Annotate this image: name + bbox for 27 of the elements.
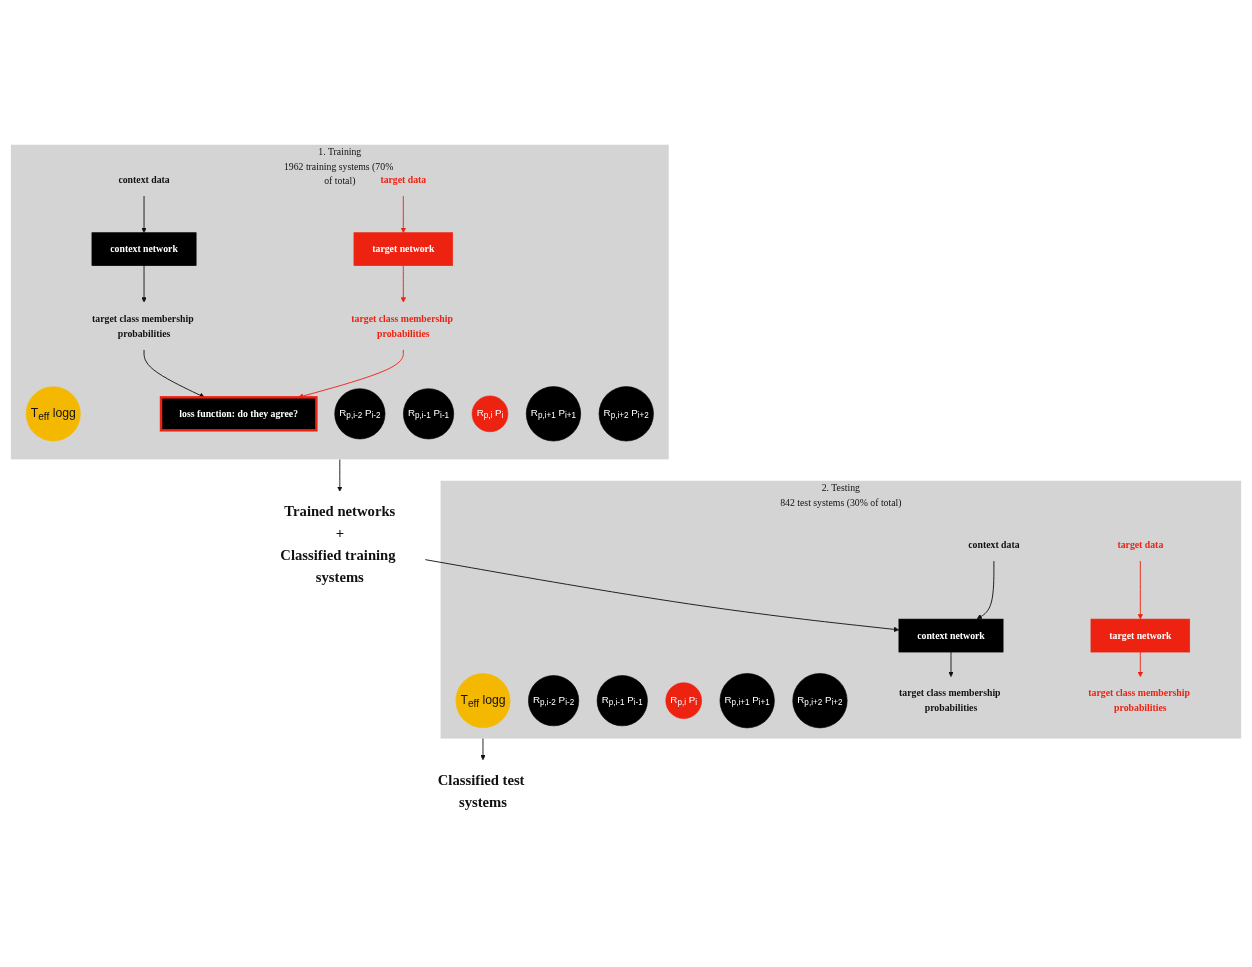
node-text: target data (380, 174, 427, 185)
node-box: target network (353, 232, 454, 266)
node-text: target class membership probabilities (92, 313, 194, 339)
node-text: context data (118, 174, 170, 185)
node-text: Classified test systems (437, 772, 525, 811)
node-circle: R$_{p,i-1}$ P$_{i-1}$ (596, 675, 648, 727)
node-text: target class membership probabilities (1088, 687, 1190, 713)
node-circle: R$_{p,i+1}$ P$_{i+1}$ (525, 386, 581, 442)
node-circle: R$_{p,i}$ P$_{i}$ (665, 682, 702, 719)
node-text: context data (968, 539, 1020, 550)
node-circle: T$_{eff}$ logg (25, 386, 81, 442)
node-circle: R$_{p,i+2}$ P$_{i+2}$ (598, 386, 654, 442)
node-circle: R$_{p,i-1}$ P$_{i-1}$ (403, 388, 455, 440)
node-box: loss function: do they agree? (159, 396, 318, 432)
node-circle: R$_{p,i-2}$ P$_{i-2}$ (528, 675, 580, 727)
node-text: target class membership probabilities (351, 313, 453, 339)
node-text: target data (1117, 539, 1164, 550)
node-text: target class membership probabilities (899, 687, 1001, 713)
node-circle: R$_{p,i-2}$ P$_{i-2}$ (334, 388, 386, 440)
node-text: Trained networks + Classified training systems (280, 503, 396, 586)
node-box: target network (1090, 618, 1191, 653)
node-circle: R$_{p,i+1}$ P$_{i+1}$ (719, 673, 775, 729)
node-box: context network (898, 618, 1004, 653)
node-box: context network (91, 232, 197, 266)
node-circle: R$_{p,i+2}$ P$_{i+2}$ (792, 673, 848, 729)
node-circle: R$_{p,i}$ P$_{i}$ (471, 395, 509, 433)
node-circle: T$_{eff}$ logg (455, 673, 511, 729)
